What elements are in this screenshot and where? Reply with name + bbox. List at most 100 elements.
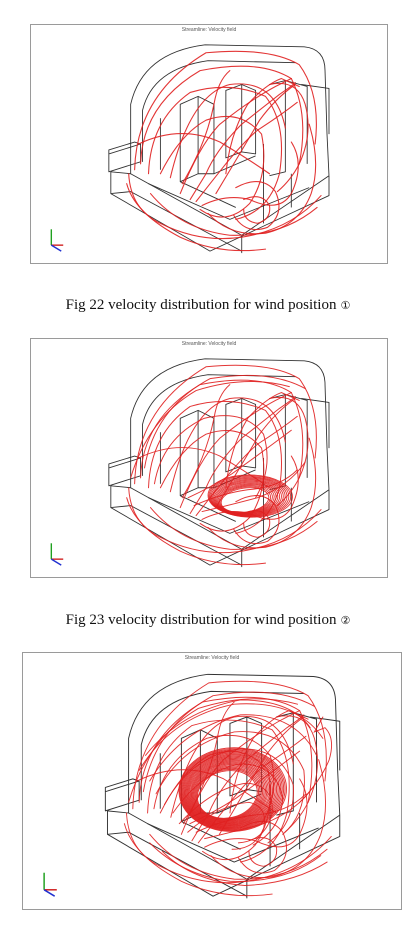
figure-23-streamlines (126, 364, 322, 566)
vortex-loop (187, 759, 272, 825)
vortex-loop (182, 752, 280, 829)
axis-z-icon (50, 558, 62, 566)
streamline (149, 193, 318, 236)
building-edge (148, 183, 310, 220)
streamline (159, 429, 265, 532)
streamline (233, 181, 280, 231)
vortex-loop (181, 751, 282, 830)
vortex-loop (194, 766, 262, 821)
figure-24-streamline-plot (43, 673, 341, 899)
vortex-loop (185, 755, 276, 827)
vortex-loop (188, 760, 271, 825)
streamline (181, 70, 231, 185)
building-edge (107, 810, 129, 814)
streamline (225, 77, 300, 175)
streamline (130, 381, 290, 479)
streamline (248, 837, 278, 867)
figure-22-panel: Streamline: Velocity field (30, 24, 388, 264)
building-edge (128, 673, 341, 816)
building-edge (110, 171, 330, 252)
axis-z-icon (43, 889, 56, 897)
vortex-loop (190, 762, 268, 823)
figure-23-panel: Streamline: Velocity field (30, 338, 388, 578)
vortex-loop (187, 757, 273, 826)
streamline (128, 173, 322, 240)
vortex-loop (189, 761, 269, 824)
figure-23-caption-text: Fig 23 velocity distribution for wind po… (65, 612, 337, 628)
streamline (207, 437, 317, 549)
figure-22-caption: Fig 22 velocity distribution for wind po… (0, 297, 416, 314)
streamline (149, 833, 328, 880)
axis-z-icon (50, 244, 62, 252)
streamline (155, 731, 305, 835)
vortex-loop (195, 767, 261, 820)
vortex-loop (181, 750, 283, 830)
building-edge (229, 716, 248, 797)
streamline (149, 507, 318, 550)
streamline (138, 703, 324, 771)
streamline (195, 101, 298, 203)
streamline (145, 699, 311, 756)
building-edge (110, 485, 131, 489)
streamline (225, 392, 300, 489)
figure-23-wind-position-marker: ② (340, 614, 351, 627)
building-edge (181, 821, 241, 850)
streamline (149, 842, 322, 882)
vortex-loop (195, 768, 260, 820)
streamline (215, 83, 296, 195)
building-edge (130, 44, 330, 176)
streamline (126, 497, 267, 566)
figure-22-panel-title: Streamline: Velocity field (181, 27, 237, 33)
streamline (140, 65, 304, 165)
streamline (299, 716, 333, 803)
building-edge (107, 831, 248, 897)
streamline (125, 812, 332, 884)
streamline (132, 680, 327, 810)
building-edge (140, 690, 304, 801)
vortex-loop (179, 748, 286, 832)
building-edge (110, 485, 330, 566)
streamline (153, 415, 268, 499)
streamline (207, 123, 317, 235)
vortex-loop (184, 754, 278, 828)
building-edge (241, 84, 257, 155)
streamline (233, 495, 280, 545)
figure-24-streamlines (123, 680, 333, 897)
streamline (187, 429, 292, 499)
building-edge (106, 810, 341, 897)
figure-24-axis-triad (43, 872, 57, 897)
building-edge (225, 398, 243, 473)
figure-22-wind-position-marker: ① (340, 299, 351, 312)
vortex-loop (183, 753, 279, 828)
streamline (142, 691, 315, 793)
streamline (169, 83, 286, 179)
building-edge (241, 398, 257, 469)
building-edge (148, 497, 310, 534)
figure-24-panel: Streamline: Velocity field (22, 652, 402, 910)
streamline (210, 759, 327, 879)
vortex-loop (193, 765, 264, 822)
streamline (128, 487, 322, 554)
building-edge (180, 181, 236, 208)
building-edge (130, 358, 330, 490)
vortex-loop (191, 763, 266, 823)
building-edge (147, 823, 319, 863)
figure-23-caption: Fig 23 velocity distribution for wind po… (0, 612, 416, 629)
vortex-loop (192, 764, 265, 822)
streamline (179, 78, 292, 195)
figure-23-panel-title: Streamline: Velocity field (181, 341, 237, 347)
streamline (134, 364, 317, 485)
streamline (149, 714, 318, 782)
building-edge (142, 374, 296, 476)
streamline (153, 735, 275, 825)
figure-22-streamlines (126, 50, 322, 252)
figure-24-panel-title: Streamline: Velocity field (184, 655, 240, 661)
building-edge (310, 716, 341, 771)
streamline (128, 698, 299, 803)
streamline (181, 384, 231, 499)
figure-23-axis-triad (50, 543, 64, 566)
building-edge (110, 191, 242, 252)
streamline (243, 196, 271, 224)
building-edge (180, 495, 236, 522)
streamline (147, 86, 283, 220)
